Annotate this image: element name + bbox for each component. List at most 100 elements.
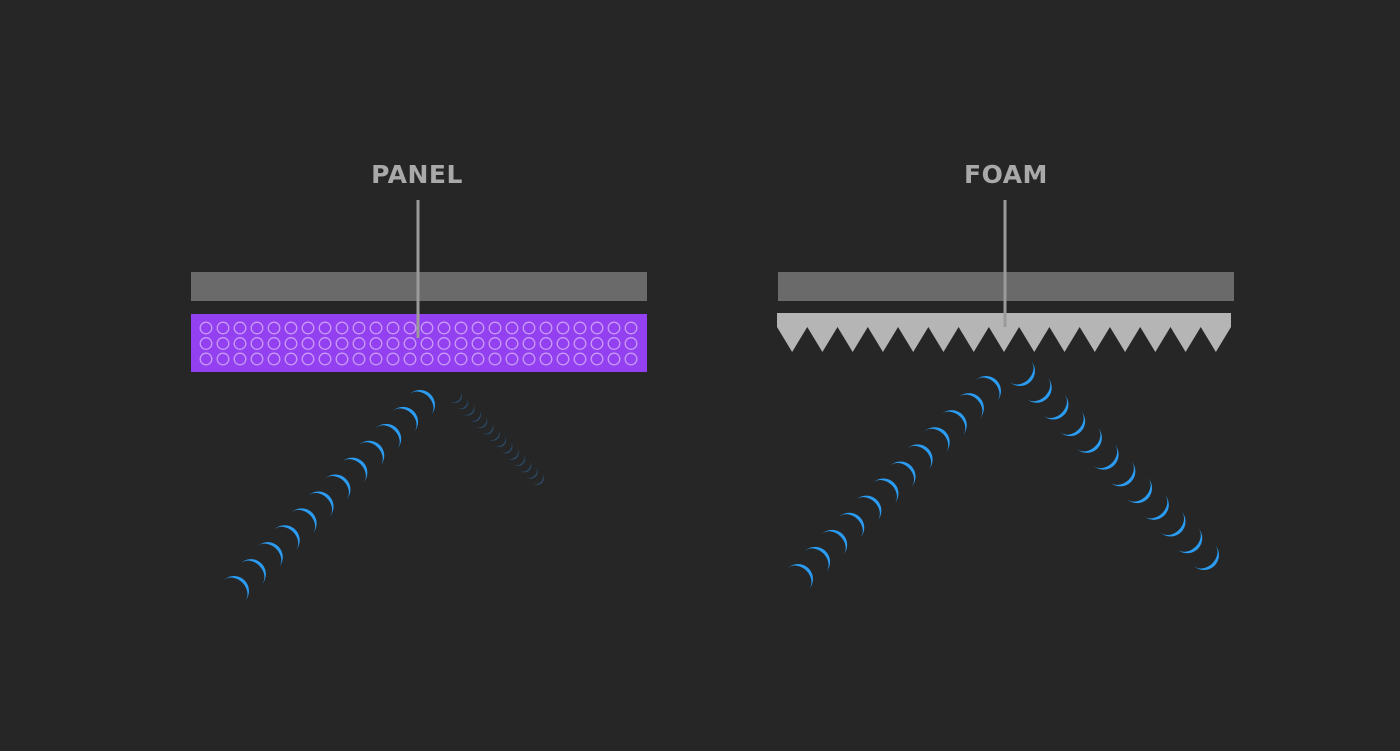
incident-wave-crescent [409, 390, 435, 416]
reflected-wave-crescent [462, 403, 475, 416]
panel-hole [437, 337, 451, 350]
panel-hole [233, 321, 247, 335]
panel-hole [250, 352, 264, 366]
reflected-wave-crescent [450, 391, 462, 403]
incident-wave-crescent [821, 529, 848, 556]
panel-hole [386, 321, 400, 335]
panel-hole [335, 337, 349, 350]
panel-hole [420, 352, 434, 366]
panel-hole [216, 352, 230, 366]
panel-hole [386, 337, 400, 350]
reflected-wave-crescent [1076, 427, 1102, 453]
panel-hole [369, 352, 383, 366]
incident-wave-crescent [838, 512, 865, 539]
panel-hole [267, 337, 281, 350]
panel-hole [522, 321, 536, 335]
panel-hole [352, 337, 366, 350]
panel-hole [454, 337, 468, 350]
panel-hole [284, 352, 298, 366]
reflected-wave-crescent [1143, 494, 1169, 520]
incident-wave-crescent [907, 444, 933, 470]
panel-hole [522, 337, 536, 350]
reflected-wave-crescent [525, 466, 538, 479]
panel-hole [233, 337, 247, 350]
panel-label: PANEL [371, 160, 463, 189]
panel-hole [216, 321, 230, 335]
panel-hole [335, 321, 349, 335]
reflected-wave-crescent [1159, 510, 1186, 537]
panel-waves [223, 390, 544, 602]
panel-hole [369, 321, 383, 335]
panel-hole [488, 337, 502, 350]
panel-hole [454, 352, 468, 366]
panel-hole [624, 321, 638, 335]
incident-wave-crescent [358, 440, 385, 467]
panel-hole [403, 321, 417, 335]
panel-hole [318, 337, 332, 350]
reflected-wave-crescent [1109, 460, 1136, 487]
reflected-wave-crescent [1193, 544, 1219, 570]
panel-diagram: PANEL [191, 160, 647, 602]
panel-hole [233, 352, 247, 366]
panel-hole [471, 352, 485, 366]
panel-hole [199, 321, 213, 335]
panel-hole [403, 352, 417, 366]
panel-hole [437, 352, 451, 366]
panel-hole [522, 352, 536, 366]
reflected-wave-crescent [456, 397, 469, 410]
incident-wave-crescent [223, 576, 249, 602]
panel-hole [607, 321, 621, 335]
panel-hole [199, 352, 213, 366]
reflected-wave-crescent [1042, 393, 1069, 420]
panel-hole [624, 337, 638, 350]
panel-hole [539, 352, 553, 366]
incident-wave-crescent [855, 495, 882, 522]
panel-hole [318, 352, 332, 366]
panel-hole [539, 321, 553, 335]
panel-hole [335, 352, 349, 366]
incident-wave-crescent [958, 393, 984, 419]
panel-hole [505, 337, 519, 350]
panel-hole [471, 337, 485, 350]
panel-hole [505, 321, 519, 335]
panel-hole [607, 352, 621, 366]
incident-wave-crescent [889, 461, 916, 488]
reflected-wave-crescent [1059, 410, 1086, 437]
panel-hole [556, 352, 570, 366]
incident-wave-crescent [341, 457, 368, 484]
panel-hole [573, 337, 587, 350]
panel-hole [624, 352, 638, 366]
reflected-wave-crescent [468, 409, 481, 422]
acoustic-foam [777, 313, 1231, 352]
panel-hole [267, 352, 281, 366]
panel-hole [403, 337, 417, 350]
reflected-wave-crescent [519, 460, 532, 473]
incident-wave-crescent [375, 423, 402, 450]
panel-hole [556, 321, 570, 335]
panel-hole [505, 352, 519, 366]
panel-hole [301, 352, 315, 366]
reflected-wave-crescent [1176, 527, 1203, 554]
incident-wave-crescent [872, 478, 899, 505]
foam-waves [787, 360, 1219, 590]
incident-wave-crescent [324, 474, 351, 501]
incident-wave-crescent [257, 542, 283, 568]
incident-wave-crescent [307, 491, 334, 518]
reflected-wave-crescent [513, 454, 525, 466]
panel-hole [199, 337, 213, 350]
panel-hole [369, 337, 383, 350]
reflected-wave-crescent [500, 441, 513, 454]
foam-diagram: FOAM [777, 160, 1234, 590]
panel-hole [607, 337, 621, 350]
panel-hole [216, 337, 230, 350]
panel-hole [267, 321, 281, 335]
panel-hole [573, 352, 587, 366]
reflected-wave-crescent [1009, 360, 1035, 386]
panel-hole [437, 321, 451, 335]
reflected-wave-crescent [487, 428, 500, 441]
incident-wave-crescent [924, 427, 950, 453]
incident-wave-crescent [240, 559, 266, 585]
incident-wave-crescent [392, 406, 419, 433]
incident-wave-crescent [787, 564, 813, 590]
